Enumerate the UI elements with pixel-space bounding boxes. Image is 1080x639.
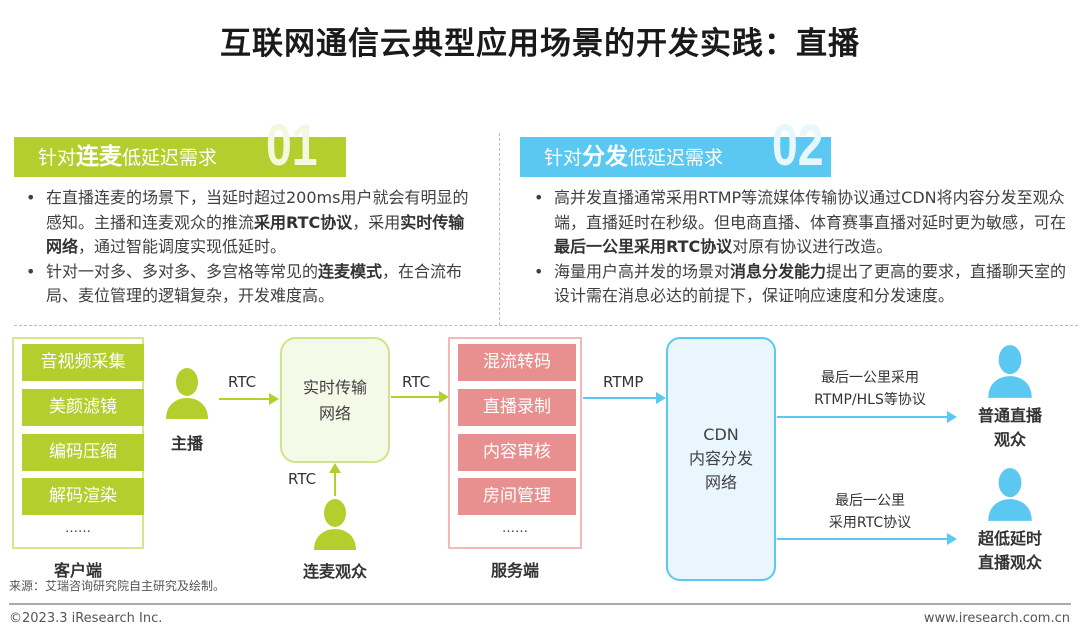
client-item: 音视频采集	[22, 344, 144, 381]
server-label: 服务端	[490, 561, 539, 580]
arrow-right	[777, 533, 957, 545]
rtc-label: RTC	[288, 470, 317, 488]
banner-text: 针对	[544, 147, 583, 169]
banner-bold: 连麦	[76, 144, 123, 170]
source-note: 来源：艾瑞咨询研究院自主研究及绘制。	[9, 579, 226, 593]
co-host-person-icon	[314, 499, 356, 550]
cdn-text: CDN	[703, 425, 739, 444]
lower-arrow-label: 最后一公里采用RTC协议	[828, 493, 912, 531]
viewer-person-icon	[988, 345, 1032, 398]
section1-bullets: 在直播连麦的场景下，当延时超过200ms用户就会有明显的感知。主播和连麦观众的推…	[24, 186, 474, 309]
footer-divider	[9, 603, 1071, 605]
client-box: 音视频采集 美颜滤镜 编码压缩 解码渲染 ……	[12, 337, 144, 549]
cdn-text: 网络	[704, 473, 737, 492]
cdn-text: 内容分发	[688, 449, 753, 468]
host-person-icon	[166, 368, 208, 419]
banner-text: 低延迟需求	[122, 147, 218, 169]
client-label: 客户端	[53, 561, 102, 580]
arrow-right	[391, 391, 449, 403]
server-item: 直播录制	[458, 389, 576, 426]
network-text: 网络	[318, 404, 351, 423]
rtc-label: RTC	[228, 373, 257, 391]
divider	[499, 133, 500, 325]
bullet: 高并发直播通常采用RTMP等流媒体传输协议通过CDN将内容分发至观众端，直播延时…	[532, 186, 1078, 260]
viewer-person-icon	[988, 468, 1032, 521]
arrow-right	[777, 411, 957, 423]
server-item: 内容审核	[458, 434, 576, 471]
section1-banner: 针对连麦低延迟需求	[14, 137, 346, 177]
client-item: 编码压缩	[22, 434, 144, 471]
network-text: 实时传输	[302, 378, 367, 397]
server-item: 房间管理	[458, 478, 576, 515]
server-box: 混流转码 直播录制 内容审核 房间管理 ……	[448, 337, 582, 549]
arrow-up	[334, 466, 336, 496]
cdn-box: CDN 内容分发网络	[666, 337, 776, 581]
server-item: 混流转码	[458, 344, 576, 381]
banner-text: 针对	[38, 147, 77, 169]
rtc-label: RTC	[402, 373, 431, 391]
section1-number: 01	[266, 113, 318, 178]
host-label: 主播	[170, 434, 203, 453]
divider	[14, 325, 1078, 326]
banner-bold: 分发	[582, 144, 629, 170]
viewer1-label: 普通直播观众	[977, 406, 1042, 449]
client-item: 解码渲染	[22, 478, 144, 515]
client-item: 美颜滤镜	[22, 389, 144, 426]
viewer2-label: 超低延时直播观众	[977, 529, 1042, 572]
page-title: 互联网通信云典型应用场景的开发实践：直播	[220, 26, 860, 62]
bullet: 海量用户高并发的场景对消息分发能力提出了更高的要求，直播聊天室的设计需在消息必达…	[532, 260, 1078, 309]
section2-bullets: 高并发直播通常采用RTMP等流媒体传输协议通过CDN将内容分发至观众端，直播延时…	[532, 186, 1078, 309]
server-more: ……	[502, 521, 528, 536]
section2-banner: 针对分发低延迟需求	[520, 137, 831, 177]
arrow-right	[583, 392, 666, 404]
realtime-network-box: 实时传输网络	[280, 337, 390, 463]
arrow-right	[219, 393, 279, 405]
rtmp-label: RTMP	[603, 373, 644, 391]
co-host-label: 连麦观众	[302, 562, 367, 581]
arrow-up-head	[329, 463, 341, 473]
client-more: ……	[65, 521, 91, 536]
bullet: 针对一对多、多对多、多宫格等常见的连麦模式，在合流布局、麦位管理的逻辑复杂，开发…	[24, 260, 474, 309]
website-link[interactable]: www.iresearch.com.cn	[923, 611, 1070, 626]
banner-text: 低延迟需求	[628, 147, 724, 169]
bullet: 在直播连麦的场景下，当延时超过200ms用户就会有明显的感知。主播和连麦观众的推…	[24, 186, 474, 260]
copyright: ©2023.3 iResearch Inc.	[9, 611, 163, 626]
section2-number: 02	[772, 113, 824, 178]
